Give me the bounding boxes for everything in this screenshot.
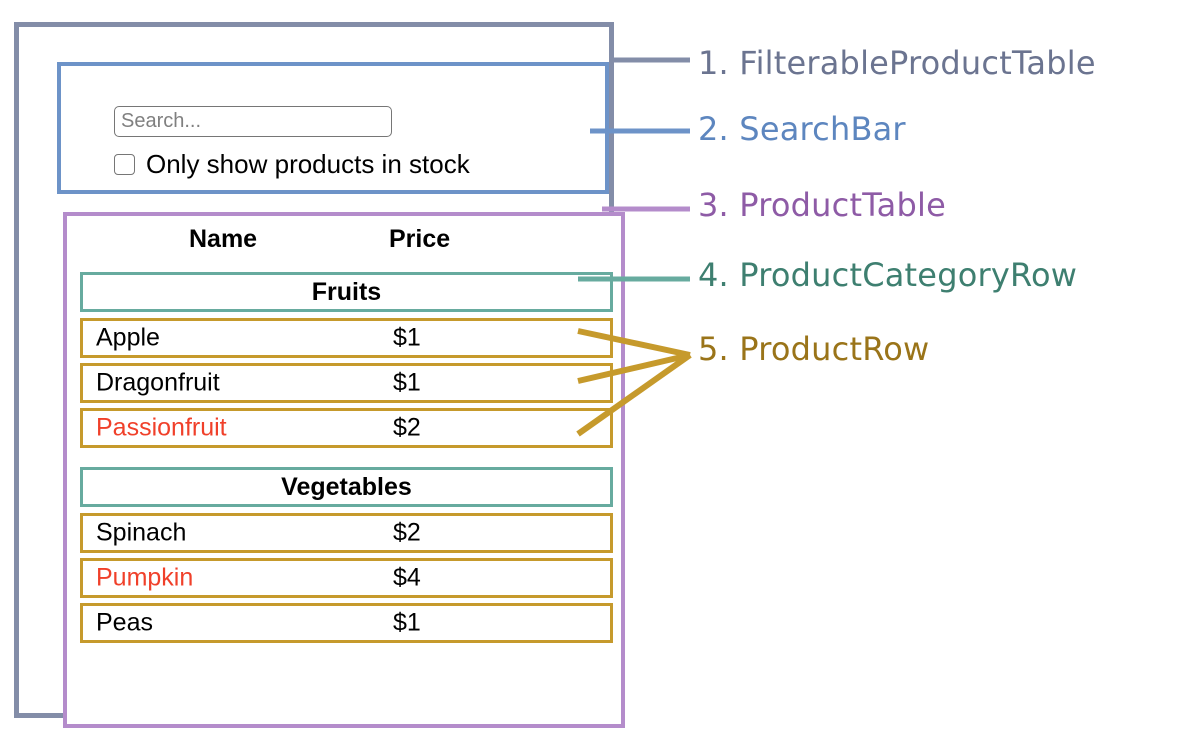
product-name: Peas (96, 608, 153, 637)
product-name: Spinach (96, 518, 187, 547)
category-label: Vegetables (281, 472, 412, 501)
product-name-out-of-stock: Pumpkin (96, 563, 194, 592)
product-row: Passionfruit $2 (80, 408, 613, 448)
product-name: Apple (96, 323, 160, 352)
filterable-product-table-frame: Only show products in stock Name Price F… (14, 22, 625, 728)
product-table-frame: Name Price Fruits Apple $1 Dragonfruit $… (63, 212, 625, 728)
product-name: Dragonfruit (96, 368, 220, 397)
product-row: Peas $1 (80, 603, 613, 643)
product-price: $4 (393, 563, 421, 592)
in-stock-filter-row[interactable]: Only show products in stock (114, 149, 470, 180)
product-price: $1 (393, 608, 421, 637)
product-category-row: Vegetables (80, 467, 613, 507)
column-header-name: Name (189, 225, 258, 253)
category-label: Fruits (311, 277, 382, 306)
product-category-row: Fruits (80, 272, 613, 312)
legend-label-filterable-product-table: 1. FilterableProductTable (698, 44, 1096, 82)
table-header: Name Price (67, 225, 621, 259)
legend-label-product-table: 3. ProductTable (698, 186, 946, 224)
legend-label-search-bar: 2. SearchBar (698, 110, 906, 148)
product-row: Pumpkin $4 (80, 558, 613, 598)
group-spacer (80, 453, 613, 467)
product-price: $2 (393, 518, 421, 547)
search-bar-frame: Only show products in stock (57, 62, 609, 194)
legend-label-product-row: 5. ProductRow (698, 330, 930, 368)
in-stock-filter-label: Only show products in stock (146, 149, 470, 179)
product-row: Spinach $2 (80, 513, 613, 553)
column-header-price: Price (389, 225, 451, 253)
product-rows: Fruits Apple $1 Dragonfruit $1 Passionfr… (80, 272, 613, 648)
product-price: $1 (393, 368, 421, 397)
legend-label-product-category-row: 4. ProductCategoryRow (698, 256, 1078, 294)
product-price: $2 (393, 413, 421, 442)
search-input[interactable] (114, 106, 392, 137)
product-name-out-of-stock: Passionfruit (96, 413, 227, 442)
checkbox-icon[interactable] (114, 154, 135, 175)
product-row: Apple $1 (80, 318, 613, 358)
product-row: Dragonfruit $1 (80, 363, 613, 403)
product-price: $1 (393, 323, 421, 352)
